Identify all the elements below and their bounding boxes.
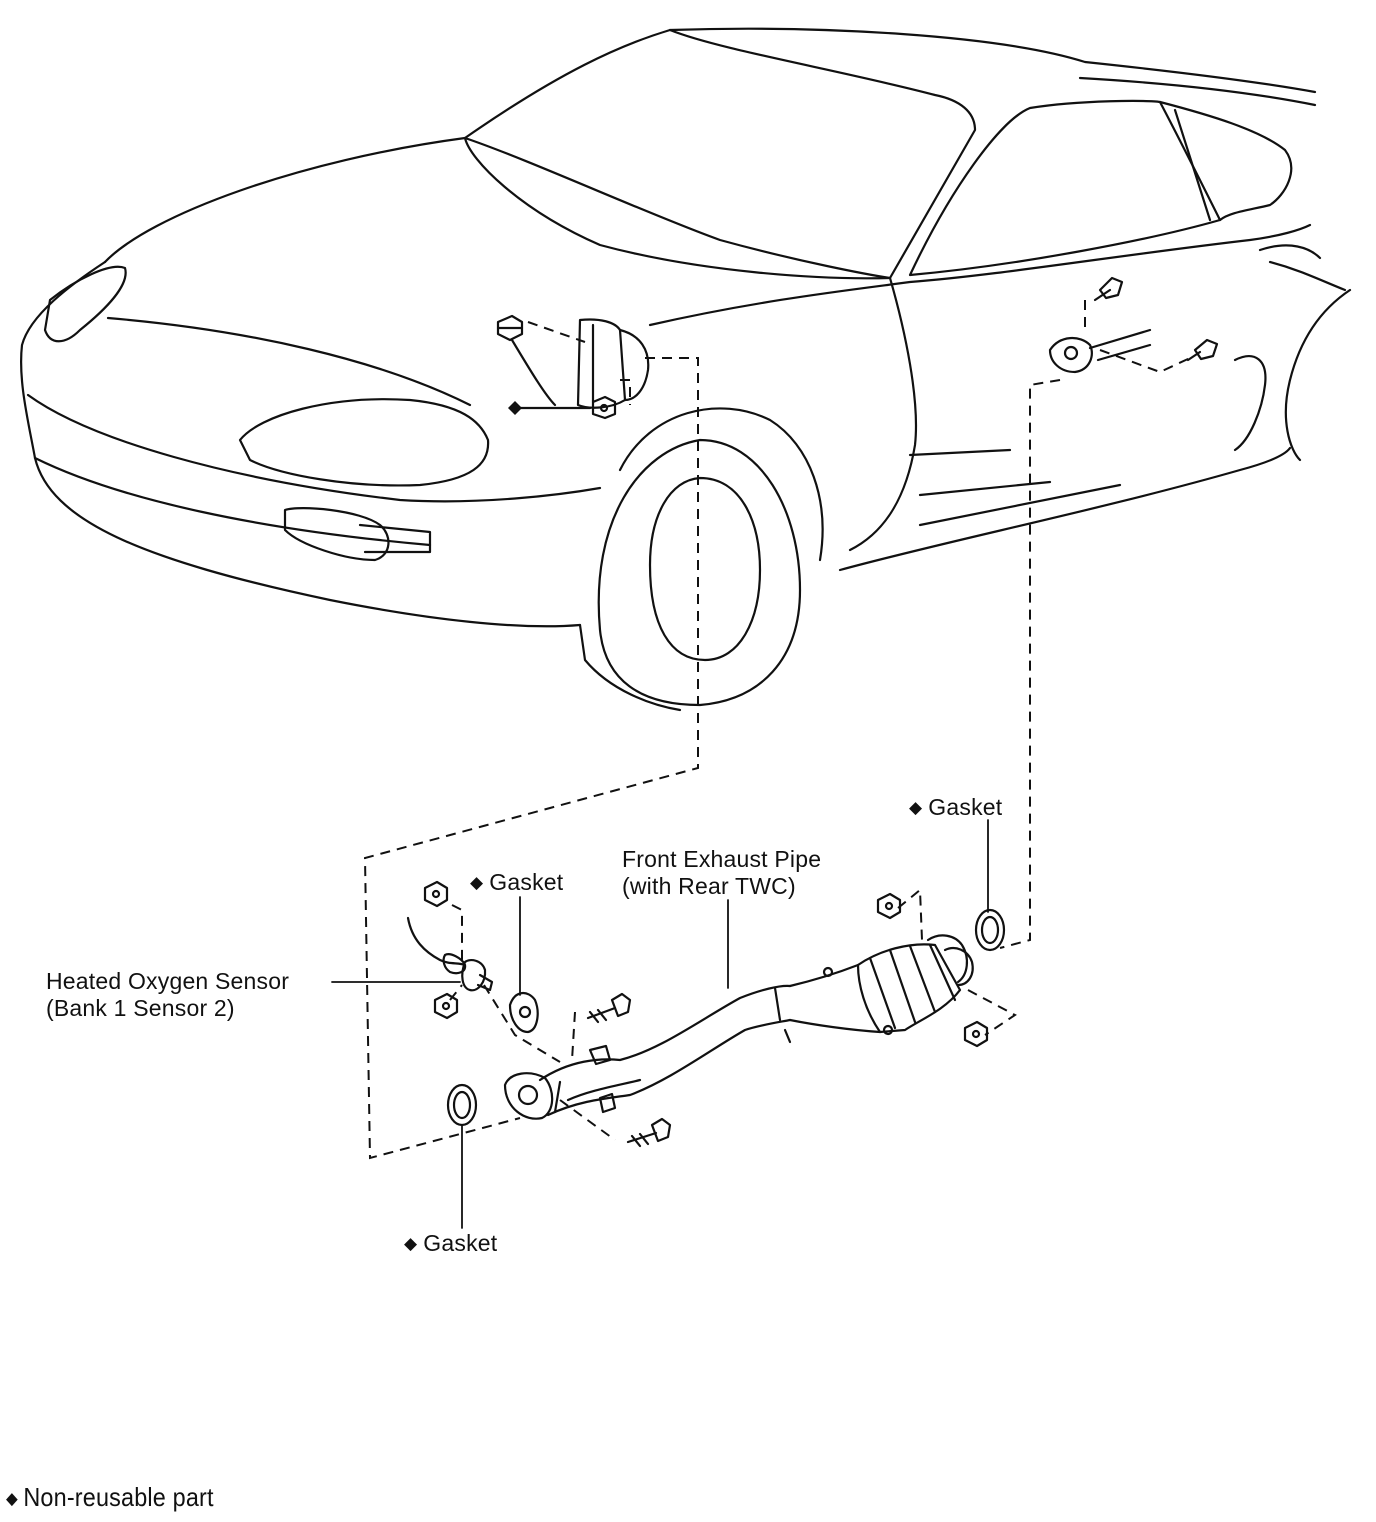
gasket-bottom-part: [446, 1083, 478, 1127]
legend-non-reusable-part: ◆Non-reusable part: [6, 1482, 214, 1512]
pipe-bolt-lower: [626, 1117, 672, 1148]
leader-lines: [331, 819, 989, 1229]
rear-hanger-flange: [1048, 328, 1152, 374]
non-reusable-marker-car: [508, 401, 522, 415]
rear-hanger-bolt-right: [1186, 338, 1219, 362]
gasket-middle-part: [508, 992, 539, 1034]
bracket-nut-lower: [518, 395, 617, 420]
gasket-middle-label: ◆Gasket: [470, 869, 564, 895]
sensor-nut-lower: [433, 992, 459, 1020]
heated-oxygen-sensor-label: Heated Oxygen Sensor (Bank 1 Sensor 2): [46, 968, 290, 1021]
alignment-dashed-lines: [363, 300, 1191, 1160]
heated-oxygen-sensor: [406, 916, 494, 992]
gasket-top-right-label: ◆Gasket: [909, 794, 1003, 820]
catalyst-nut-lower: [963, 1020, 989, 1048]
gasket-bottom-label: ◆Gasket: [404, 1230, 498, 1256]
non-reusable-diamond-icon: ◆: [6, 1489, 18, 1508]
catalyst-nut-upper: [876, 892, 902, 920]
non-reusable-diamond-icon: ◆: [909, 798, 923, 817]
bracket-bolt-left: [496, 314, 557, 407]
rear-hanger-bolt-top: [1093, 276, 1124, 302]
front-exhaust-pipe-label: Front Exhaust Pipe (with Rear TWC): [622, 846, 822, 899]
pipe-bolt-upper: [586, 992, 632, 1024]
non-reusable-diamond-icon: ◆: [470, 873, 484, 892]
gasket-top-right-part: [974, 908, 1006, 952]
front-exhaust-pipe: [503, 934, 974, 1120]
sensor-nut-upper: [423, 880, 449, 908]
car-body-outline: [20, 27, 1352, 712]
non-reusable-diamond-icon: ◆: [404, 1234, 418, 1253]
